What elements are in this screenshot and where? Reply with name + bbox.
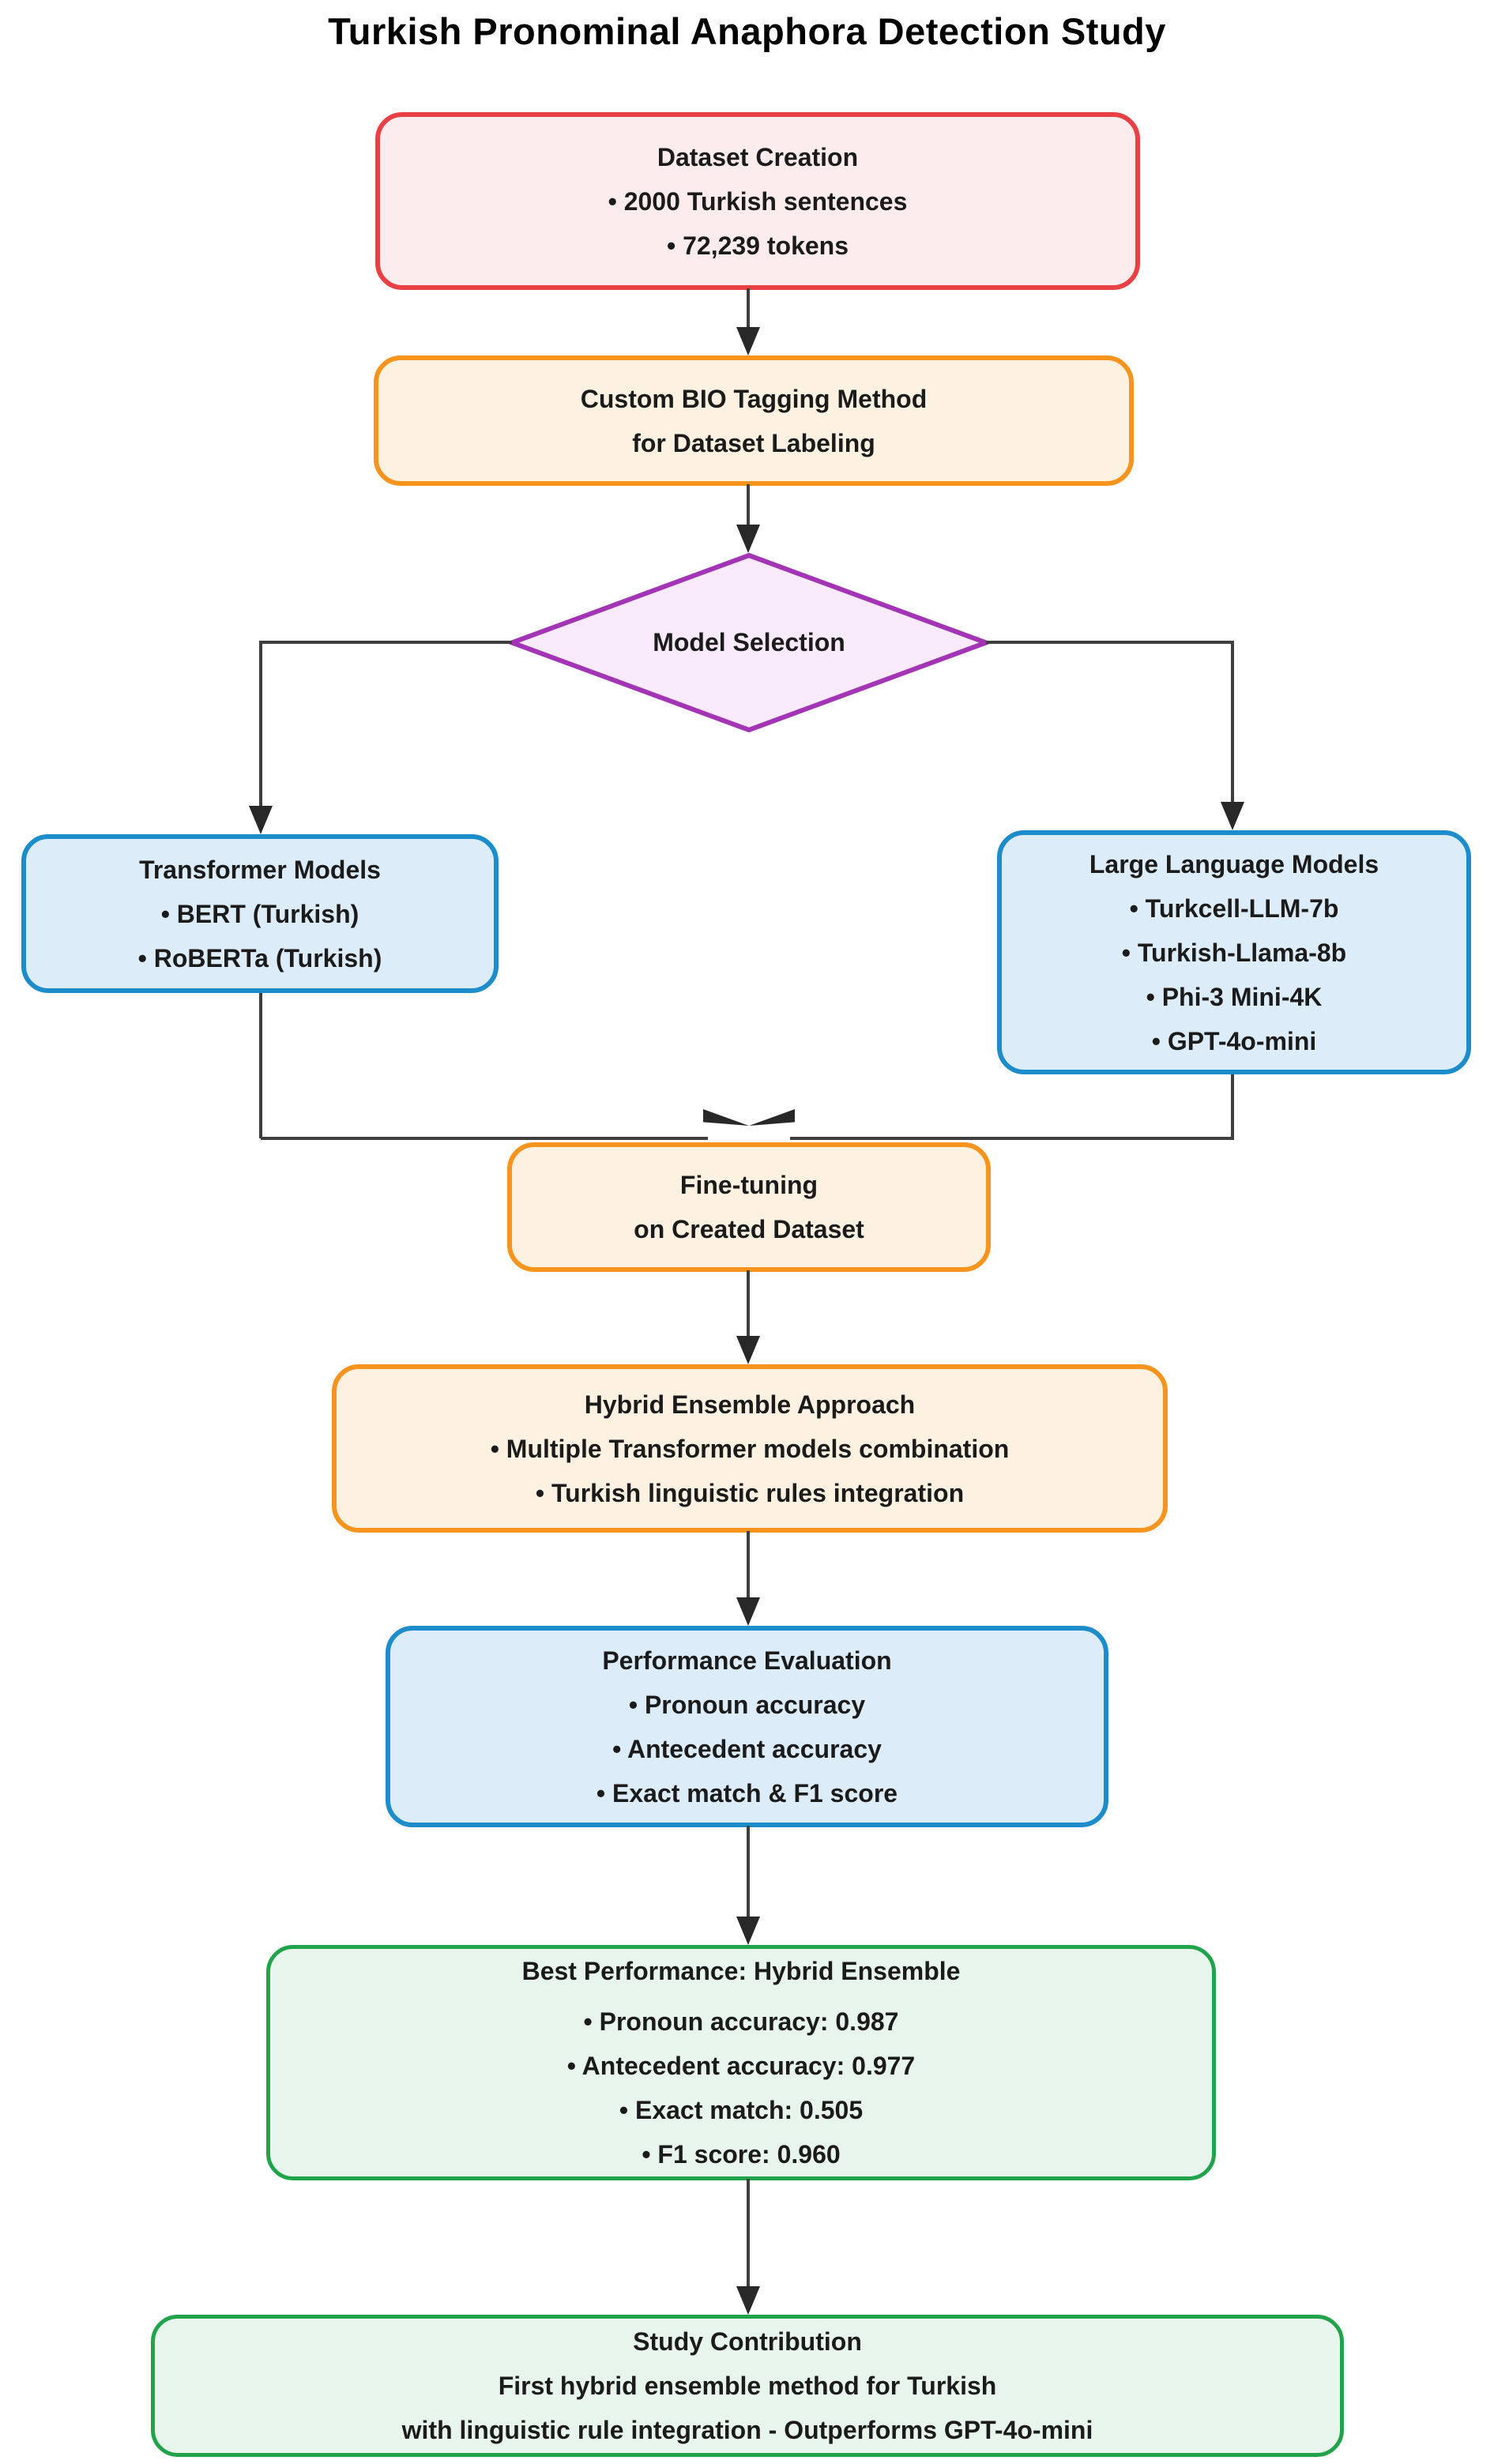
node-title: Study Contribution — [633, 2327, 862, 2356]
node-best-performance: Best Performance: Hybrid Ensemble • Pron… — [266, 1945, 1216, 2180]
node-fine-tuning: Fine-tuning on Created Dataset — [507, 1142, 991, 1272]
node-bullet: • BERT (Turkish) — [160, 899, 359, 928]
arrow-line — [261, 641, 512, 644]
node-bullet: • Antecedent accuracy — [612, 1734, 882, 1763]
node-bullet: • Exact match & F1 score — [596, 1778, 898, 1808]
arrowhead-icon — [1221, 802, 1244, 830]
node-bullet: • Pronoun accuracy — [628, 1690, 866, 1719]
node-bullet: • GPT-4o-mini — [1151, 1026, 1317, 1055]
arrowhead-icon — [703, 1109, 749, 1126]
node-large-language-models: Large Language Models • Turkcell-LLM-7b … — [997, 830, 1471, 1074]
node-hybrid-ensemble: Hybrid Ensemble Approach • Multiple Tran… — [332, 1364, 1168, 1533]
diamond-shape-icon — [509, 553, 989, 732]
node-subtitle: on Created Dataset — [634, 1215, 864, 1243]
node-bullet: • 72,239 tokens — [667, 231, 849, 260]
node-title: Custom BIO Tagging Method — [580, 384, 928, 413]
node-text: First hybrid ensemble method for Turkish — [498, 2372, 997, 2400]
node-title: Model Selection — [653, 628, 845, 656]
node-bullet: • Turkcell-LLM-7b — [1129, 893, 1339, 923]
arrow-line — [790, 1137, 1232, 1140]
arrowhead-icon — [736, 1336, 760, 1364]
node-title: Fine-tuning — [679, 1171, 819, 1199]
node-bullet: • Phi-3 Mini-4K — [1146, 982, 1323, 1011]
arrowhead-icon — [736, 327, 760, 355]
arrow-line — [259, 993, 262, 1138]
arrow-line — [261, 1137, 708, 1140]
arrow-line — [986, 641, 1232, 644]
arrow-line — [1231, 1074, 1234, 1140]
node-bullet: • Turkish linguistic rules integration — [535, 1478, 965, 1507]
node-bullet: • Pronoun accuracy: 0.987 — [583, 2007, 899, 2036]
node-text: with linguistic rule integration - Outpe… — [401, 2416, 1093, 2444]
node-subtitle: for Dataset Labeling — [632, 428, 875, 457]
node-performance-evaluation: Performance Evaluation • Pronoun accurac… — [386, 1626, 1108, 1827]
arrow-line — [259, 641, 262, 809]
node-title: Hybrid Ensemble Approach — [584, 1390, 916, 1419]
arrow-line — [1231, 641, 1234, 805]
arrowhead-icon — [749, 1109, 795, 1126]
diagram-title: Turkish Pronominal Anaphora Detection St… — [328, 10, 1166, 52]
node-bullet: • Exact match: 0.505 — [619, 2096, 864, 2124]
node-transformer-models: Transformer Models • BERT (Turkish) • Ro… — [21, 834, 499, 993]
node-bullet: • Multiple Transformer models combinatio… — [490, 1434, 1010, 1463]
node-bullet: • Turkish-Llama-8b — [1121, 938, 1347, 967]
node-title: Large Language Models — [1089, 849, 1379, 878]
arrow-line — [747, 484, 750, 527]
node-title: Dataset Creation — [657, 142, 859, 171]
arrowhead-icon — [249, 806, 273, 834]
node-study-contribution: Study Contribution First hybrid ensemble… — [151, 2315, 1344, 2457]
arrow-line — [747, 1531, 750, 1599]
node-bullet: • RoBERTa (Turkish) — [137, 943, 382, 972]
node-bullet: • F1 score: 0.960 — [642, 2140, 841, 2169]
node-bullet: • Antecedent accuracy: 0.977 — [566, 2052, 916, 2080]
arrowhead-icon — [736, 525, 760, 553]
arrowhead-icon — [736, 1597, 760, 1626]
arrowhead-icon — [736, 2286, 760, 2315]
node-title: Best Performance: Hybrid Ensemble — [521, 1957, 961, 1985]
node-bio-tagging: Custom BIO Tagging Method for Dataset La… — [374, 355, 1134, 486]
node-dataset-creation: Dataset Creation • 2000 Turkish sentence… — [375, 112, 1140, 290]
node-model-selection: Model Selection — [509, 553, 989, 732]
arrow-line — [747, 288, 750, 329]
node-bullet: • 2000 Turkish sentences — [608, 186, 908, 216]
node-title: Performance Evaluation — [602, 1646, 892, 1675]
node-title: Transformer Models — [139, 855, 381, 884]
arrow-line — [747, 1826, 750, 1918]
arrow-line — [747, 2179, 750, 2288]
arrowhead-icon — [736, 1917, 760, 1945]
arrow-line — [747, 1270, 750, 1338]
